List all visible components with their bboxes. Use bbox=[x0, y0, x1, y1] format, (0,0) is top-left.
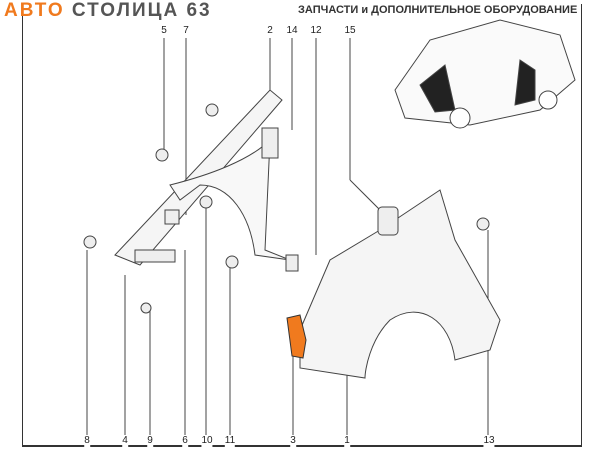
callout-6: 6 bbox=[182, 435, 188, 447]
callout-8: 8 bbox=[84, 435, 90, 447]
callout-5: 5 bbox=[161, 25, 167, 37]
callout-11: 11 bbox=[224, 435, 236, 447]
callout-10: 10 bbox=[201, 435, 213, 447]
callout-3: 3 bbox=[290, 435, 296, 447]
highlighted-part-3 bbox=[286, 314, 307, 359]
callout-9: 9 bbox=[147, 435, 153, 447]
watermark-tagline: ЗАПЧАСТИ и ДОПОЛНИТЕЛЬНОЕ ОБОРУДОВАНИЕ bbox=[298, 4, 578, 16]
watermark-logo: АВТО СТОЛИЦА 63 bbox=[4, 0, 212, 21]
diagram-frame bbox=[22, 4, 582, 447]
callout-15: 15 bbox=[344, 25, 356, 37]
callout-2: 2 bbox=[267, 25, 273, 37]
callout-13: 13 bbox=[483, 435, 495, 447]
callout-1: 1 bbox=[344, 435, 350, 447]
callout-7: 7 bbox=[183, 25, 189, 37]
callout-14: 14 bbox=[286, 25, 298, 37]
callout-4: 4 bbox=[122, 435, 128, 447]
callout-12: 12 bbox=[310, 25, 322, 37]
